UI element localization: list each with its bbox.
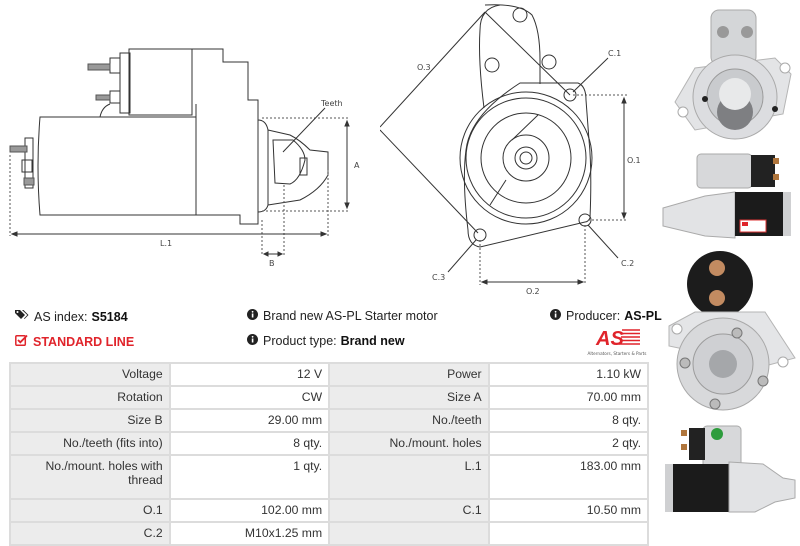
spec-label: No./teeth: [328, 408, 490, 433]
front-view-photo[interactable]: [655, 2, 800, 144]
spec-label: Rotation: [9, 385, 171, 410]
spec-value: 183.00 mm: [487, 454, 650, 500]
producer-info: Producer: AS-PL: [550, 309, 662, 323]
spec-value: 2 qty.: [487, 431, 650, 456]
spec-value: 102.00 mm: [168, 498, 331, 523]
spec-value: [487, 521, 650, 546]
spec-value: 10.50 mm: [487, 498, 650, 523]
dimension-o2-label: O.2: [526, 287, 540, 296]
spec-label: No./teeth (fits into): [9, 431, 171, 456]
table-row: No./mount. holes with thread 1 qty. L.1 …: [9, 454, 650, 500]
description-text: Brand new AS-PL Starter motor: [263, 309, 438, 323]
spec-value: M10x1.25 mm: [168, 521, 331, 546]
spec-label: Size A: [328, 385, 490, 410]
spec-label: C.1: [328, 498, 490, 523]
dimension-c1-label: C.1: [608, 49, 621, 58]
info-circle-icon: [247, 309, 258, 323]
spec-label: O.1: [9, 498, 171, 523]
spec-label: L.1: [328, 454, 490, 500]
producer-label: Producer:: [566, 309, 621, 323]
info-circle-icon: [550, 309, 561, 323]
product-type-label: Product type:: [263, 334, 337, 348]
checkbox-checked-icon: [15, 334, 28, 349]
spec-value: 12 V: [168, 362, 331, 387]
spec-label: C.2: [9, 521, 171, 546]
info-circle-icon: [247, 334, 258, 348]
side-view-photo[interactable]: [655, 150, 800, 242]
logo-tagline: Alternators, Starters & Parts: [588, 351, 647, 356]
teeth-label: Teeth: [320, 99, 343, 108]
spec-value: 8 qty.: [487, 408, 650, 433]
spec-value: 1 qty.: [168, 454, 331, 500]
spec-label: Power: [328, 362, 490, 387]
table-row: Rotation CW Size A 70.00 mm: [9, 385, 650, 410]
standard-line-badge: STANDARD LINE: [15, 334, 134, 349]
spec-value: CW: [168, 385, 331, 410]
as-index-value: S5184: [91, 309, 128, 324]
table-row: Size B 29.00 mm No./teeth 8 qty.: [9, 408, 650, 433]
side-view-reverse-photo[interactable]: [655, 418, 800, 528]
product-photos: [655, 0, 800, 546]
tags-icon: [15, 309, 29, 324]
as-index-label: AS index:: [34, 309, 88, 324]
spec-label: [328, 521, 490, 546]
table-row: No./teeth (fits into) 8 qty. No./mount. …: [9, 431, 650, 456]
spec-value: 8 qty.: [168, 431, 331, 456]
front-view-drawing: O.3 C.1 O.1 C.2 C.3 O.2: [380, 0, 655, 300]
table-row: C.2 M10x1.25 mm: [9, 521, 650, 546]
brand-new-info: Brand new AS-PL Starter motor: [247, 309, 438, 323]
product-type-info: Product type: Brand new: [247, 334, 405, 348]
spec-value: 29.00 mm: [168, 408, 331, 433]
dimension-a-label: A: [354, 161, 360, 170]
spec-label: Size B: [9, 408, 171, 433]
as-pl-logo: AS Alternators, Starters & Parts: [582, 327, 652, 359]
spec-value: 1.10 kW: [487, 362, 650, 387]
spec-label: No./mount. holes with thread: [9, 454, 171, 500]
specifications-table: Voltage 12 V Power 1.10 kW Rotation CW S…: [9, 362, 650, 546]
standard-line-label: STANDARD LINE: [33, 334, 135, 349]
dimension-o3-label: O.3: [417, 63, 431, 72]
producer-value: AS-PL: [624, 309, 662, 323]
spec-value: 70.00 mm: [487, 385, 650, 410]
dimension-c3-label: C.3: [432, 273, 445, 282]
dimension-b-label: B: [269, 259, 275, 268]
dimension-l1-label: L.1: [160, 239, 172, 248]
product-type-value: Brand new: [340, 334, 405, 348]
table-row: Voltage 12 V Power 1.10 kW: [9, 362, 650, 387]
spec-label: No./mount. holes: [328, 431, 490, 456]
spec-label: Voltage: [9, 362, 171, 387]
side-view-drawing: Teeth A B L.1: [0, 0, 380, 280]
dimension-c2-label: C.2: [621, 259, 634, 268]
as-index: AS index: S5184: [15, 309, 128, 324]
rear-view-photo[interactable]: [655, 246, 800, 411]
dimension-o1-label: O.1: [627, 156, 641, 165]
table-row: O.1 102.00 mm C.1 10.50 mm: [9, 498, 650, 523]
logo-text: AS: [595, 328, 624, 350]
